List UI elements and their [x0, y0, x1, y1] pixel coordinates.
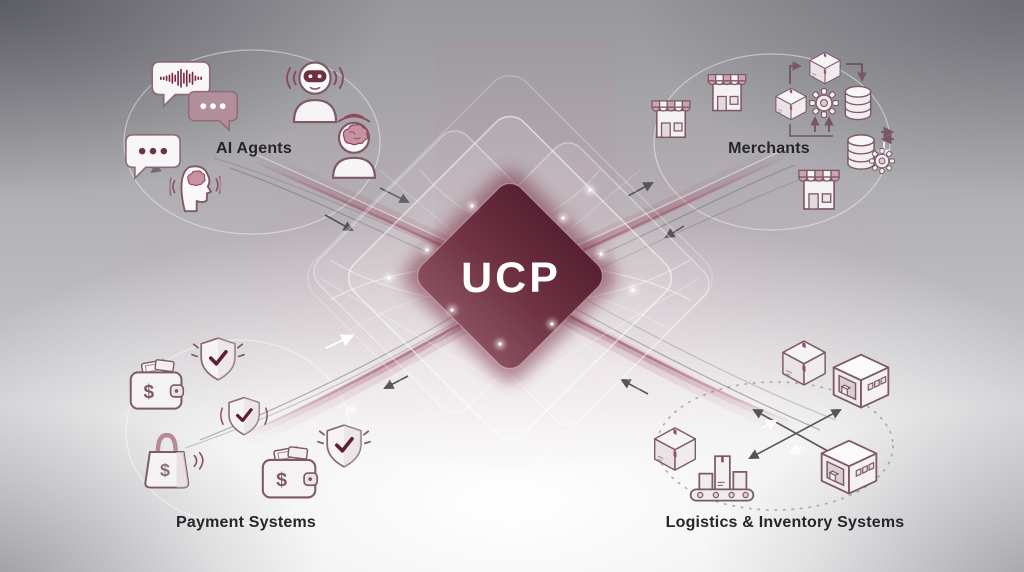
money-bag-icon: $	[141, 424, 205, 496]
gear-icon	[809, 88, 839, 118]
shield-check-icon	[317, 423, 371, 469]
merchant-workflow-arrows	[789, 61, 867, 137]
ai-agents-label: AI Agents	[216, 140, 292, 157]
wallet-cash-icon: $	[260, 445, 320, 503]
shield-check-icon	[220, 396, 268, 437]
flow-arrows	[150, 159, 685, 395]
storefront-icon	[792, 162, 846, 214]
database-icon	[842, 84, 874, 122]
dollar-sign: $	[160, 460, 170, 480]
conveyor-boxes-icon	[688, 450, 756, 506]
warehouse-icon	[818, 437, 880, 499]
merchants-label: Merchants	[728, 140, 810, 157]
logistics-label: Logistics & Inventory Systems	[665, 514, 905, 531]
logistics-dashed-ring	[656, 381, 894, 511]
storefront-icon	[702, 64, 752, 118]
dollar-sign: $	[276, 469, 287, 491]
ai-brain-user-icon	[324, 112, 384, 180]
typing-dots-bubble-icon	[187, 90, 239, 132]
logistics-white-chevrons	[761, 419, 805, 455]
brain-profile-icon	[168, 162, 222, 218]
package-icon	[772, 86, 810, 122]
ucp-core-diamond: UCP	[404, 170, 616, 382]
package-icon	[806, 50, 844, 86]
dollar-sign: $	[144, 382, 155, 403]
ucp-core-label: UCP	[461, 254, 561, 302]
package-icon	[778, 337, 830, 389]
payment-systems-label: Payment Systems	[176, 514, 316, 531]
storefront-icon	[645, 93, 697, 142]
shield-check-icon	[191, 336, 245, 382]
glow-dots	[348, 186, 637, 414]
warehouse-icon	[830, 350, 892, 414]
wallet-cash-icon: $	[128, 357, 186, 415]
database-sync-gear-icon	[847, 126, 895, 174]
